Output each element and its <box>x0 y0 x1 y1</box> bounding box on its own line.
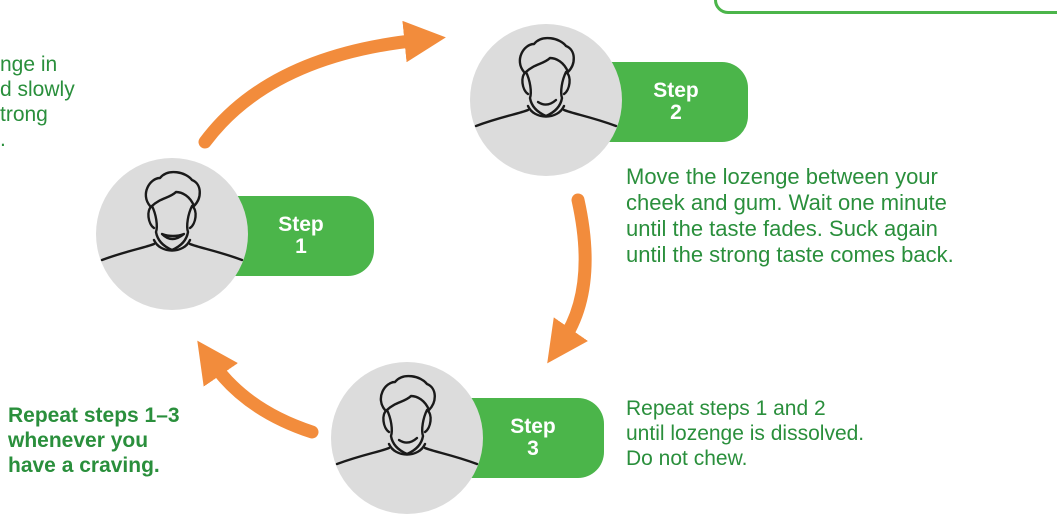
instruction-line: d slowly <box>0 78 75 101</box>
step-3-label: Step <box>510 415 556 438</box>
instruction-line: until the taste fades. Suck again <box>626 216 938 241</box>
step-1-badge: Step 1 <box>228 196 374 276</box>
repeat-note: Repeat steps 1–3 whenever you have a cra… <box>8 403 180 478</box>
instruction-line: Repeat steps 1 and 2 <box>626 397 826 420</box>
instruction-line: Move the lozenge between your <box>626 164 938 189</box>
repeat-note-line: whenever you <box>8 429 149 452</box>
instruction-line: cheek and gum. Wait one minute <box>626 190 947 215</box>
step-3-number: 3 <box>527 437 539 460</box>
arrow-step3-to-step1 <box>197 340 319 439</box>
step-1-instruction: nge in d slowly trong . <box>0 52 75 152</box>
instruction-line: trong <box>0 103 48 126</box>
instruction-line: until lozenge is dissolved. <box>626 422 865 445</box>
instruction-line: Do not chew. <box>626 447 748 470</box>
person-face-icon <box>470 24 622 176</box>
instruction-line: until the strong taste comes back. <box>626 242 954 267</box>
repeat-note-line: have a craving. <box>8 454 160 477</box>
instruction-line: . <box>0 128 6 151</box>
step-2-label: Step <box>653 79 699 102</box>
repeat-note-line: Repeat steps 1–3 <box>8 404 180 427</box>
top-callout-box <box>714 0 1057 14</box>
step-2-instruction: Move the lozenge between your cheek and … <box>626 164 954 268</box>
person-face-icon <box>96 158 248 310</box>
step-1-label: Step <box>278 213 324 236</box>
instruction-line: nge in <box>0 53 58 76</box>
step-2-badge: Step 2 <box>604 62 748 142</box>
step-1-number: 1 <box>295 235 307 258</box>
arrow-step1-to-step2 <box>198 20 446 149</box>
step-3-instruction: Repeat steps 1 and 2 until lozenge is di… <box>626 396 864 471</box>
arrow-step2-to-step3 <box>547 193 592 364</box>
step-2-number: 2 <box>670 101 682 124</box>
person-face-icon <box>331 362 483 514</box>
step-3-badge: Step 3 <box>462 398 604 478</box>
